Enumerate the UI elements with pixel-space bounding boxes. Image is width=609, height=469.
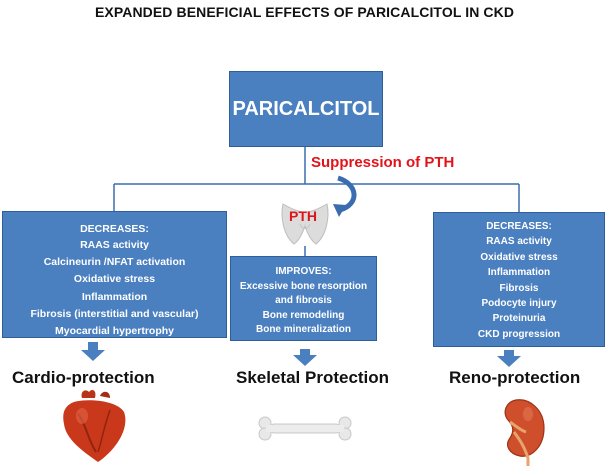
thyroid-icon (281, 203, 329, 245)
left-item: Inflammation (81, 290, 148, 303)
left-item: RAAS activity (80, 239, 149, 251)
right-item: Oxidative stress (480, 251, 558, 263)
suppression-arrow-icon (333, 175, 357, 217)
right-item: Inflammation (487, 267, 551, 279)
skeletal-effects-box: IMPROVES: Excessive bone resorption and … (230, 256, 377, 341)
right-item: Fibrosis (499, 282, 539, 294)
down-arrow-right-icon (497, 350, 521, 367)
middle-item: and fibrosis (275, 295, 332, 306)
cardio-outcome-label: Cardio-protection (12, 368, 155, 387)
heart-icon (63, 390, 126, 462)
middle-item: Bone mineralization (255, 324, 351, 335)
down-arrow-middle-icon (293, 349, 317, 366)
right-item: RAAS activity (486, 236, 552, 248)
right-item: Podocyte injury (481, 298, 557, 310)
renal-effects-box: DECREASES: RAAS activity Oxidative stres… (433, 212, 605, 347)
right-heading: DECREASES: (486, 221, 552, 232)
left-item: Calcineurin /NFAT activation (43, 256, 186, 269)
left-item: Fibrosis (interstitial and vascular) (30, 307, 199, 320)
right-item: CKD progression (477, 328, 561, 340)
pth-label: PTH (289, 208, 317, 224)
left-item: Oxidative stress (73, 273, 156, 286)
skeletal-outcome-label: Skeletal Protection (236, 368, 390, 387)
diagram-title: EXPANDED BENEFICIAL EFFECTS OF PARICALCI… (94, 4, 515, 20)
kidney-icon (504, 399, 545, 466)
right-item: Proteinuria (492, 313, 546, 325)
paricalcitol-box: PARICALCITOL (229, 71, 383, 147)
cardio-effects-box: DECREASES: RAAS activity Calcineurin /NF… (2, 211, 227, 338)
middle-item: Bone remodeling (262, 309, 345, 321)
down-arrow-left-icon (81, 342, 105, 361)
reno-outcome-label: Reno-protection (449, 368, 581, 387)
middle-heading: IMPROVES: (275, 266, 332, 277)
left-item: Myocardial hypertrophy (54, 325, 175, 338)
middle-item: Excessive bone resorption (239, 280, 368, 292)
bone-icon (258, 416, 352, 441)
suppression-label: Suppression of PTH (311, 154, 455, 171)
left-heading: DECREASES: (80, 223, 149, 235)
